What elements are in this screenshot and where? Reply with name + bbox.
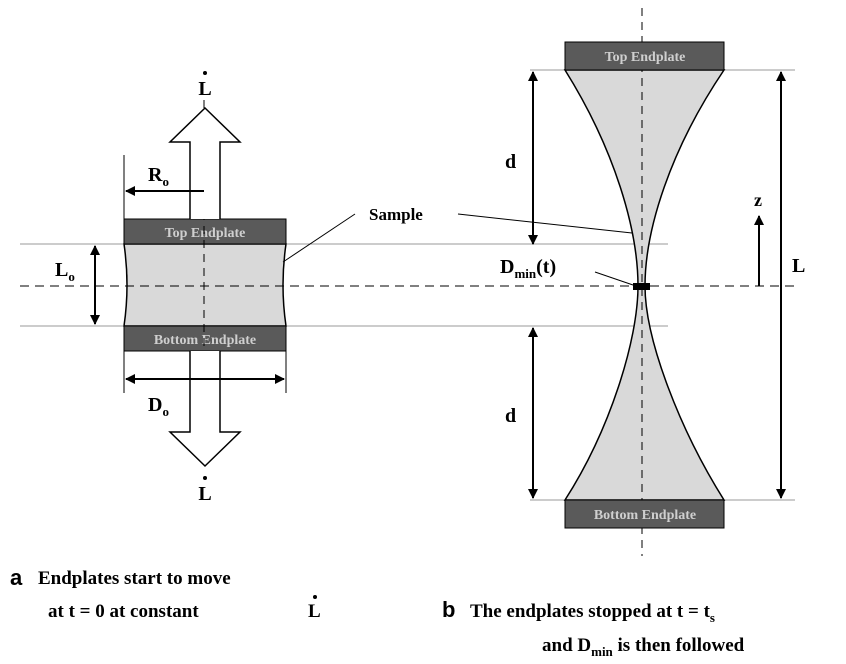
sample-label: Sample <box>369 205 423 224</box>
top-endplate-a-label: Top Endplate <box>165 226 246 241</box>
caption-b-letter: b <box>442 597 455 622</box>
bottom-endplate-a-label: Bottom Endplate <box>154 333 256 348</box>
l-label-b: L <box>792 255 805 277</box>
top-endplate-b <box>564 41 725 71</box>
up-hollow-arrow <box>168 106 242 219</box>
l-dot-bottom: L <box>198 483 211 505</box>
d-top-label: d <box>505 151 516 173</box>
caption-b-line2: and Dmin is then followed <box>542 635 745 659</box>
dmin-leader <box>594 271 634 286</box>
sample-leader-b <box>457 213 633 234</box>
l-dot-top-dot <box>203 71 207 75</box>
caption-b-line1: The endplates stopped at t = ts <box>470 601 715 625</box>
caption-a-line2-var: L <box>308 601 321 622</box>
caption-a-line1: Endplates start to move <box>38 568 231 589</box>
caption-a-line2-prefix: at t = 0 at constant <box>48 601 199 622</box>
panel-a: Top Endplate Bottom Endplate L L Ro Lo D… <box>10 71 800 622</box>
down-hollow-arrow <box>168 351 242 468</box>
d-bottom-label: d <box>505 405 516 427</box>
panel-b: Top Endplate Bottom Endplate Dmin(t) d d… <box>442 8 805 659</box>
caption-a-ldot <box>313 595 317 599</box>
sample-a <box>123 243 287 327</box>
r0-label: Ro <box>148 164 169 189</box>
dmin-marker <box>633 283 650 290</box>
l-dot-bottom-dot <box>203 476 207 480</box>
z-label: z <box>754 190 762 210</box>
bottom-endplate-b <box>564 499 725 529</box>
l0-label: Lo <box>55 259 75 284</box>
bottom-endplate-b-label: Bottom Endplate <box>594 508 696 523</box>
top-endplate-b-label: Top Endplate <box>605 50 686 65</box>
l-dot-top: L <box>198 78 211 100</box>
top-endplate-a <box>123 218 287 245</box>
caption-a-letter: a <box>10 565 23 590</box>
dmin-label: Dmin(t) <box>500 256 556 281</box>
d0-label: Do <box>148 394 169 419</box>
sample-leader-a <box>282 213 356 263</box>
